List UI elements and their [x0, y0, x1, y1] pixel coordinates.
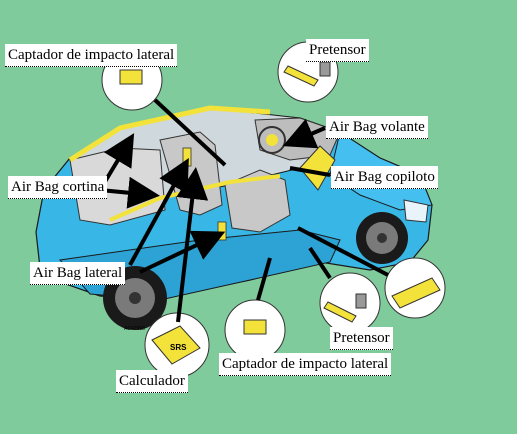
arrow-calculador [176, 167, 209, 323]
label-airbag-lateral: Air Bag lateral [30, 262, 126, 285]
label-pretensor-top: Pretensor [306, 39, 369, 62]
arrow-inset-curtain [297, 226, 389, 277]
curtain-airbag [68, 105, 271, 163]
label-calculador: Calculador [116, 370, 188, 393]
headlight [403, 199, 429, 223]
passenger-airbag [299, 145, 336, 191]
arrow-captador-top [153, 98, 227, 167]
label-pretensor-bottom: Pretensor [330, 327, 393, 350]
arrow-lateral-1 [128, 157, 189, 266]
arrow-pretensor-bottom [308, 246, 332, 280]
inset-captador-bottom [224, 299, 286, 361]
label-captador-top: Captador de impacto lateral [5, 44, 178, 67]
arrow-lateral-2 [139, 230, 226, 274]
arrow-copiloto [289, 166, 331, 177]
inset-calculador: SRS [144, 312, 210, 378]
arrow-airbag-volante [282, 118, 326, 149]
callout-arrows [98, 98, 389, 323]
svg-text:SRS: SRS [170, 343, 187, 352]
arrow-cortina-2 [99, 176, 160, 209]
arrow-captador-bottom [256, 257, 272, 301]
steering-airbag [266, 134, 278, 146]
label-airbag-cortina: Air Bag cortina [8, 176, 108, 199]
label-captador-bottom: Captador de impacto lateral [219, 353, 392, 376]
front-seat-2 [224, 169, 291, 233]
figure-code: AD47998 [124, 326, 145, 332]
front-wheel [356, 212, 408, 264]
label-airbag-copiloto: Air Bag copiloto [331, 166, 438, 189]
side-airbag-module [217, 221, 227, 241]
front-seat-airbag-module [182, 147, 192, 167]
label-airbag-volante: Air Bag volante [326, 116, 428, 139]
inset-curtain-airbag [384, 257, 446, 319]
inset-pretensor-bottom [319, 272, 381, 334]
